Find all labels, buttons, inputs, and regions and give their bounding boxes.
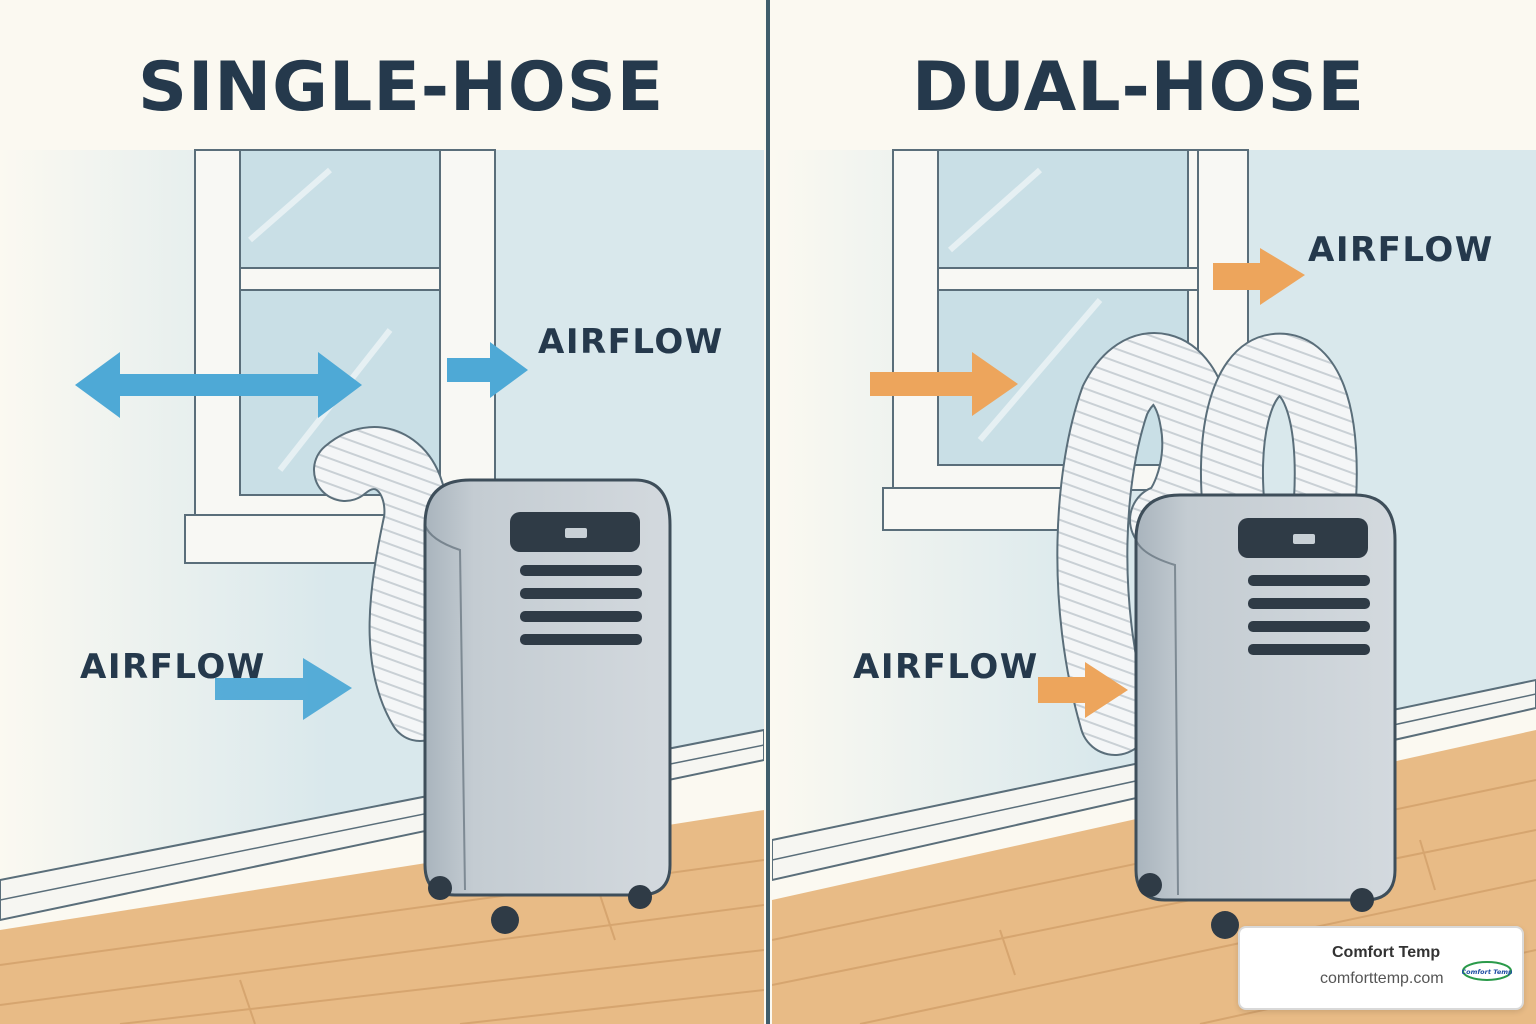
single-hose-panel	[0, 149, 764, 1024]
blue-airflow-arrows	[75, 342, 528, 720]
dual-airflow-label-bottom: AIRFLOW	[853, 647, 1039, 687]
brand-name: Comfort Temp	[1332, 944, 1441, 961]
comfort-temp-logo-mark: Comfort Temp	[1462, 961, 1512, 981]
single-hose-title: SINGLE-HOSE	[138, 48, 665, 127]
dual-airflow-label-top: AIRFLOW	[1308, 230, 1494, 270]
double-arrow	[75, 352, 362, 418]
arrow-right-lower	[215, 658, 352, 720]
arrow-right-window	[870, 352, 1018, 416]
single-airflow-label-top: AIRFLOW	[538, 322, 724, 362]
portable-ac-unit	[423, 478, 672, 934]
arrow-right-lower	[1038, 662, 1128, 718]
brand-logo-card[interactable]: Comfort Temp comforttemp.com Comfort Tem…	[1238, 926, 1524, 1010]
svg-text:Comfort Temp: Comfort Temp	[1462, 968, 1512, 976]
brand-url: comforttemp.com	[1320, 970, 1444, 987]
arrow-right-upper	[447, 342, 528, 398]
single-airflow-label-bottom: AIRFLOW	[80, 647, 266, 687]
portable-ac-unit	[1134, 493, 1397, 939]
dual-hose-panel	[772, 149, 1536, 1024]
arrow-right-upper	[1213, 248, 1305, 305]
orange-airflow-arrows	[870, 248, 1305, 718]
dual-hose-title: DUAL-HOSE	[912, 48, 1365, 127]
